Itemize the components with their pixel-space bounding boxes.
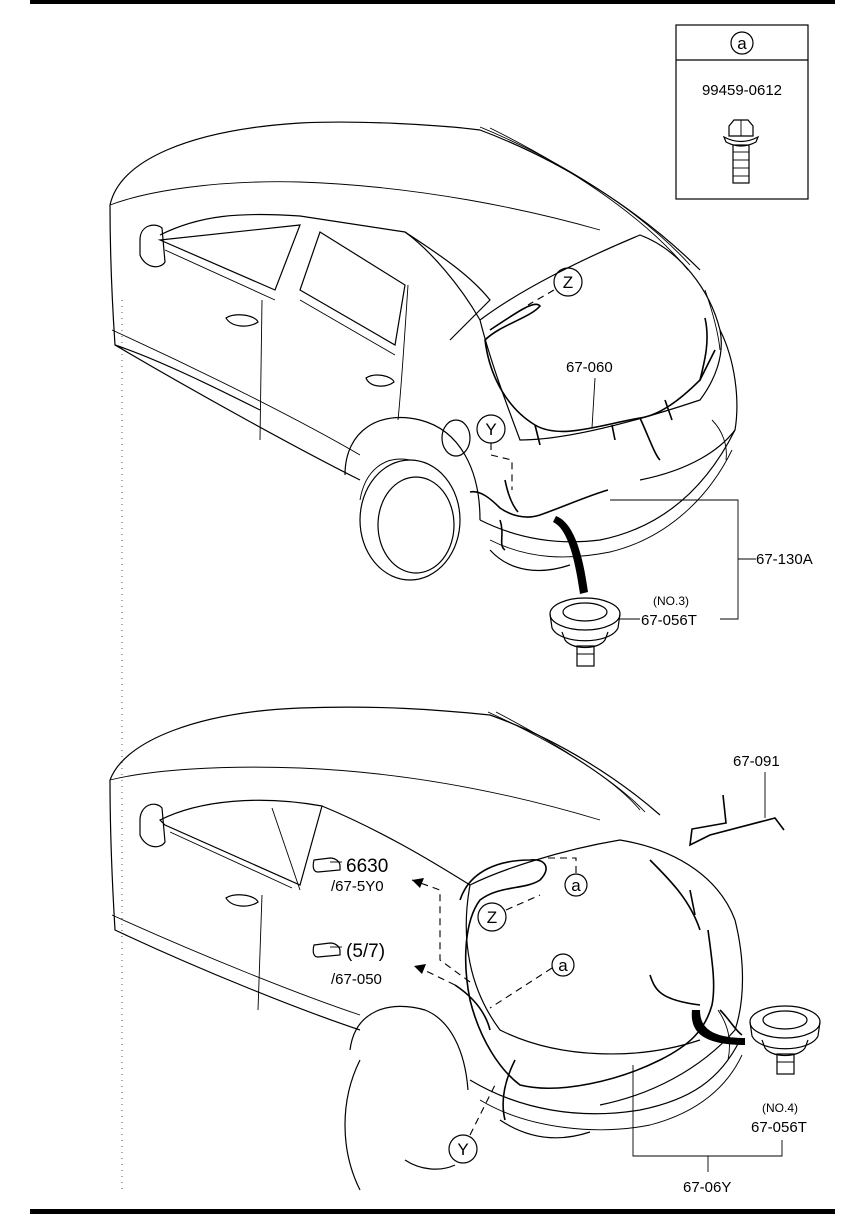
top-label-harness-assy: 67-130A (756, 551, 813, 568)
bottom-label-harness-assy: 67-06Y (683, 1179, 731, 1196)
bolt-icon (722, 119, 760, 184)
ref2-hand-icon (312, 942, 342, 958)
bottom-callout-z: Z (477, 894, 541, 932)
bottom-harness-assy-bracket (632, 1065, 783, 1157)
top-callout-z: Z (527, 267, 583, 306)
top-wire-harness (469, 303, 716, 551)
legend-callout-circle (730, 31, 754, 55)
svg-text:Z: Z (487, 908, 497, 927)
bottom-car-body (109, 706, 744, 1191)
top-grommet-icon (549, 597, 621, 667)
ref2-section-label: (5/7) (346, 941, 385, 962)
ref1-section-label: 6630 (346, 856, 388, 877)
svg-text:Y: Y (457, 1140, 468, 1159)
top-grommet-arrow (553, 516, 588, 594)
svg-text:a: a (571, 876, 581, 895)
bottom-label-grommet-note: (NO.4) (762, 1101, 798, 1115)
top-car-body (109, 121, 738, 581)
legend-part-number: 99459-0612 (702, 82, 782, 99)
ref2-arrowhead (414, 964, 426, 974)
ref2-sub-label: /67-050 (331, 971, 382, 988)
legend-callout-letter: a (737, 34, 747, 53)
top-callout-y: Y (476, 414, 513, 490)
bottom-callout-a-lower: a (489, 953, 575, 1009)
ref1-hand-icon (312, 857, 342, 873)
ref1-leader (411, 879, 471, 983)
bottom-grommet-icon (749, 1005, 821, 1075)
svg-text:a: a (558, 956, 568, 975)
bottom-label-grommet: 67-056T (751, 1119, 807, 1136)
bottom-label-antenna-feeder: 67-091 (733, 753, 780, 770)
bottom-callout-a-upper: a (548, 857, 588, 897)
bottom-callout-y: Y (448, 1084, 496, 1164)
svg-text:Y: Y (485, 420, 496, 439)
top-label-grommet-note: (NO.3) (653, 594, 689, 608)
ref2-leader (419, 967, 456, 986)
bottom-wire-harness (454, 794, 785, 1121)
top-label-harness-main: 67-060 (566, 359, 613, 376)
svg-text:Z: Z (563, 273, 573, 292)
bottom-grommet-arrow (691, 1010, 745, 1045)
ref1-sub-label: /67-5Y0 (331, 878, 384, 895)
legend-box: a 99459-0612 (675, 24, 809, 200)
bottom-border (30, 1209, 835, 1214)
top-border (30, 0, 835, 4)
ref1-arrowhead (412, 878, 424, 888)
top-label-grommet: 67-056T (641, 612, 697, 629)
